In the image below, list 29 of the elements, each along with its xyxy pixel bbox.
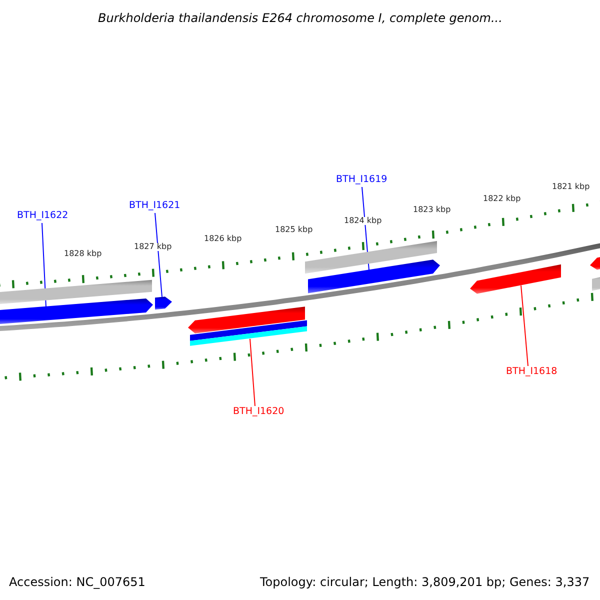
- scale-label: 1827 kbp: [134, 243, 172, 251]
- scale-label: 1826 kbp: [204, 235, 242, 243]
- gene-feature: [188, 306, 307, 346]
- scale-label: 1823 kbp: [413, 206, 451, 214]
- scale-label: 1822 kbp: [483, 195, 521, 203]
- feature-bar: [305, 241, 437, 274]
- gene-label: BTH_I1621: [129, 201, 180, 210]
- scale-label: 1825 kbp: [275, 226, 313, 234]
- gene-label: BTH_I1619: [336, 175, 388, 184]
- scale-label: 1828 kbp: [64, 250, 102, 258]
- scale-label: 1821 kbp: [552, 183, 590, 191]
- accession-text: Accession: NC_007651: [9, 576, 146, 588]
- feature-bar: [0, 280, 152, 304]
- title: Burkholderia thailandensis E264 chromosome I, complete genom...: [98, 12, 502, 24]
- gene-feature: [0, 298, 153, 324]
- scale-label: 1824 kbp: [344, 217, 382, 225]
- gene-label: BTH_I1622: [17, 211, 68, 220]
- feature-bar: [592, 275, 600, 291]
- gene-feature: [590, 255, 600, 270]
- gene-feature: [470, 264, 561, 294]
- genome-summary: Topology: circular; Length: 3,809,201 bp; Genes: 3,337: [260, 576, 590, 588]
- leader-line: [520, 284, 528, 366]
- gene-feature: [308, 260, 440, 294]
- gene-feature: [155, 296, 172, 310]
- leader-line: [42, 222, 46, 308]
- leader-line: [154, 212, 162, 298]
- leader-line: [250, 338, 256, 406]
- gene-label: BTH_I1620: [233, 407, 284, 416]
- gene-label: BTH_I1618: [506, 367, 558, 376]
